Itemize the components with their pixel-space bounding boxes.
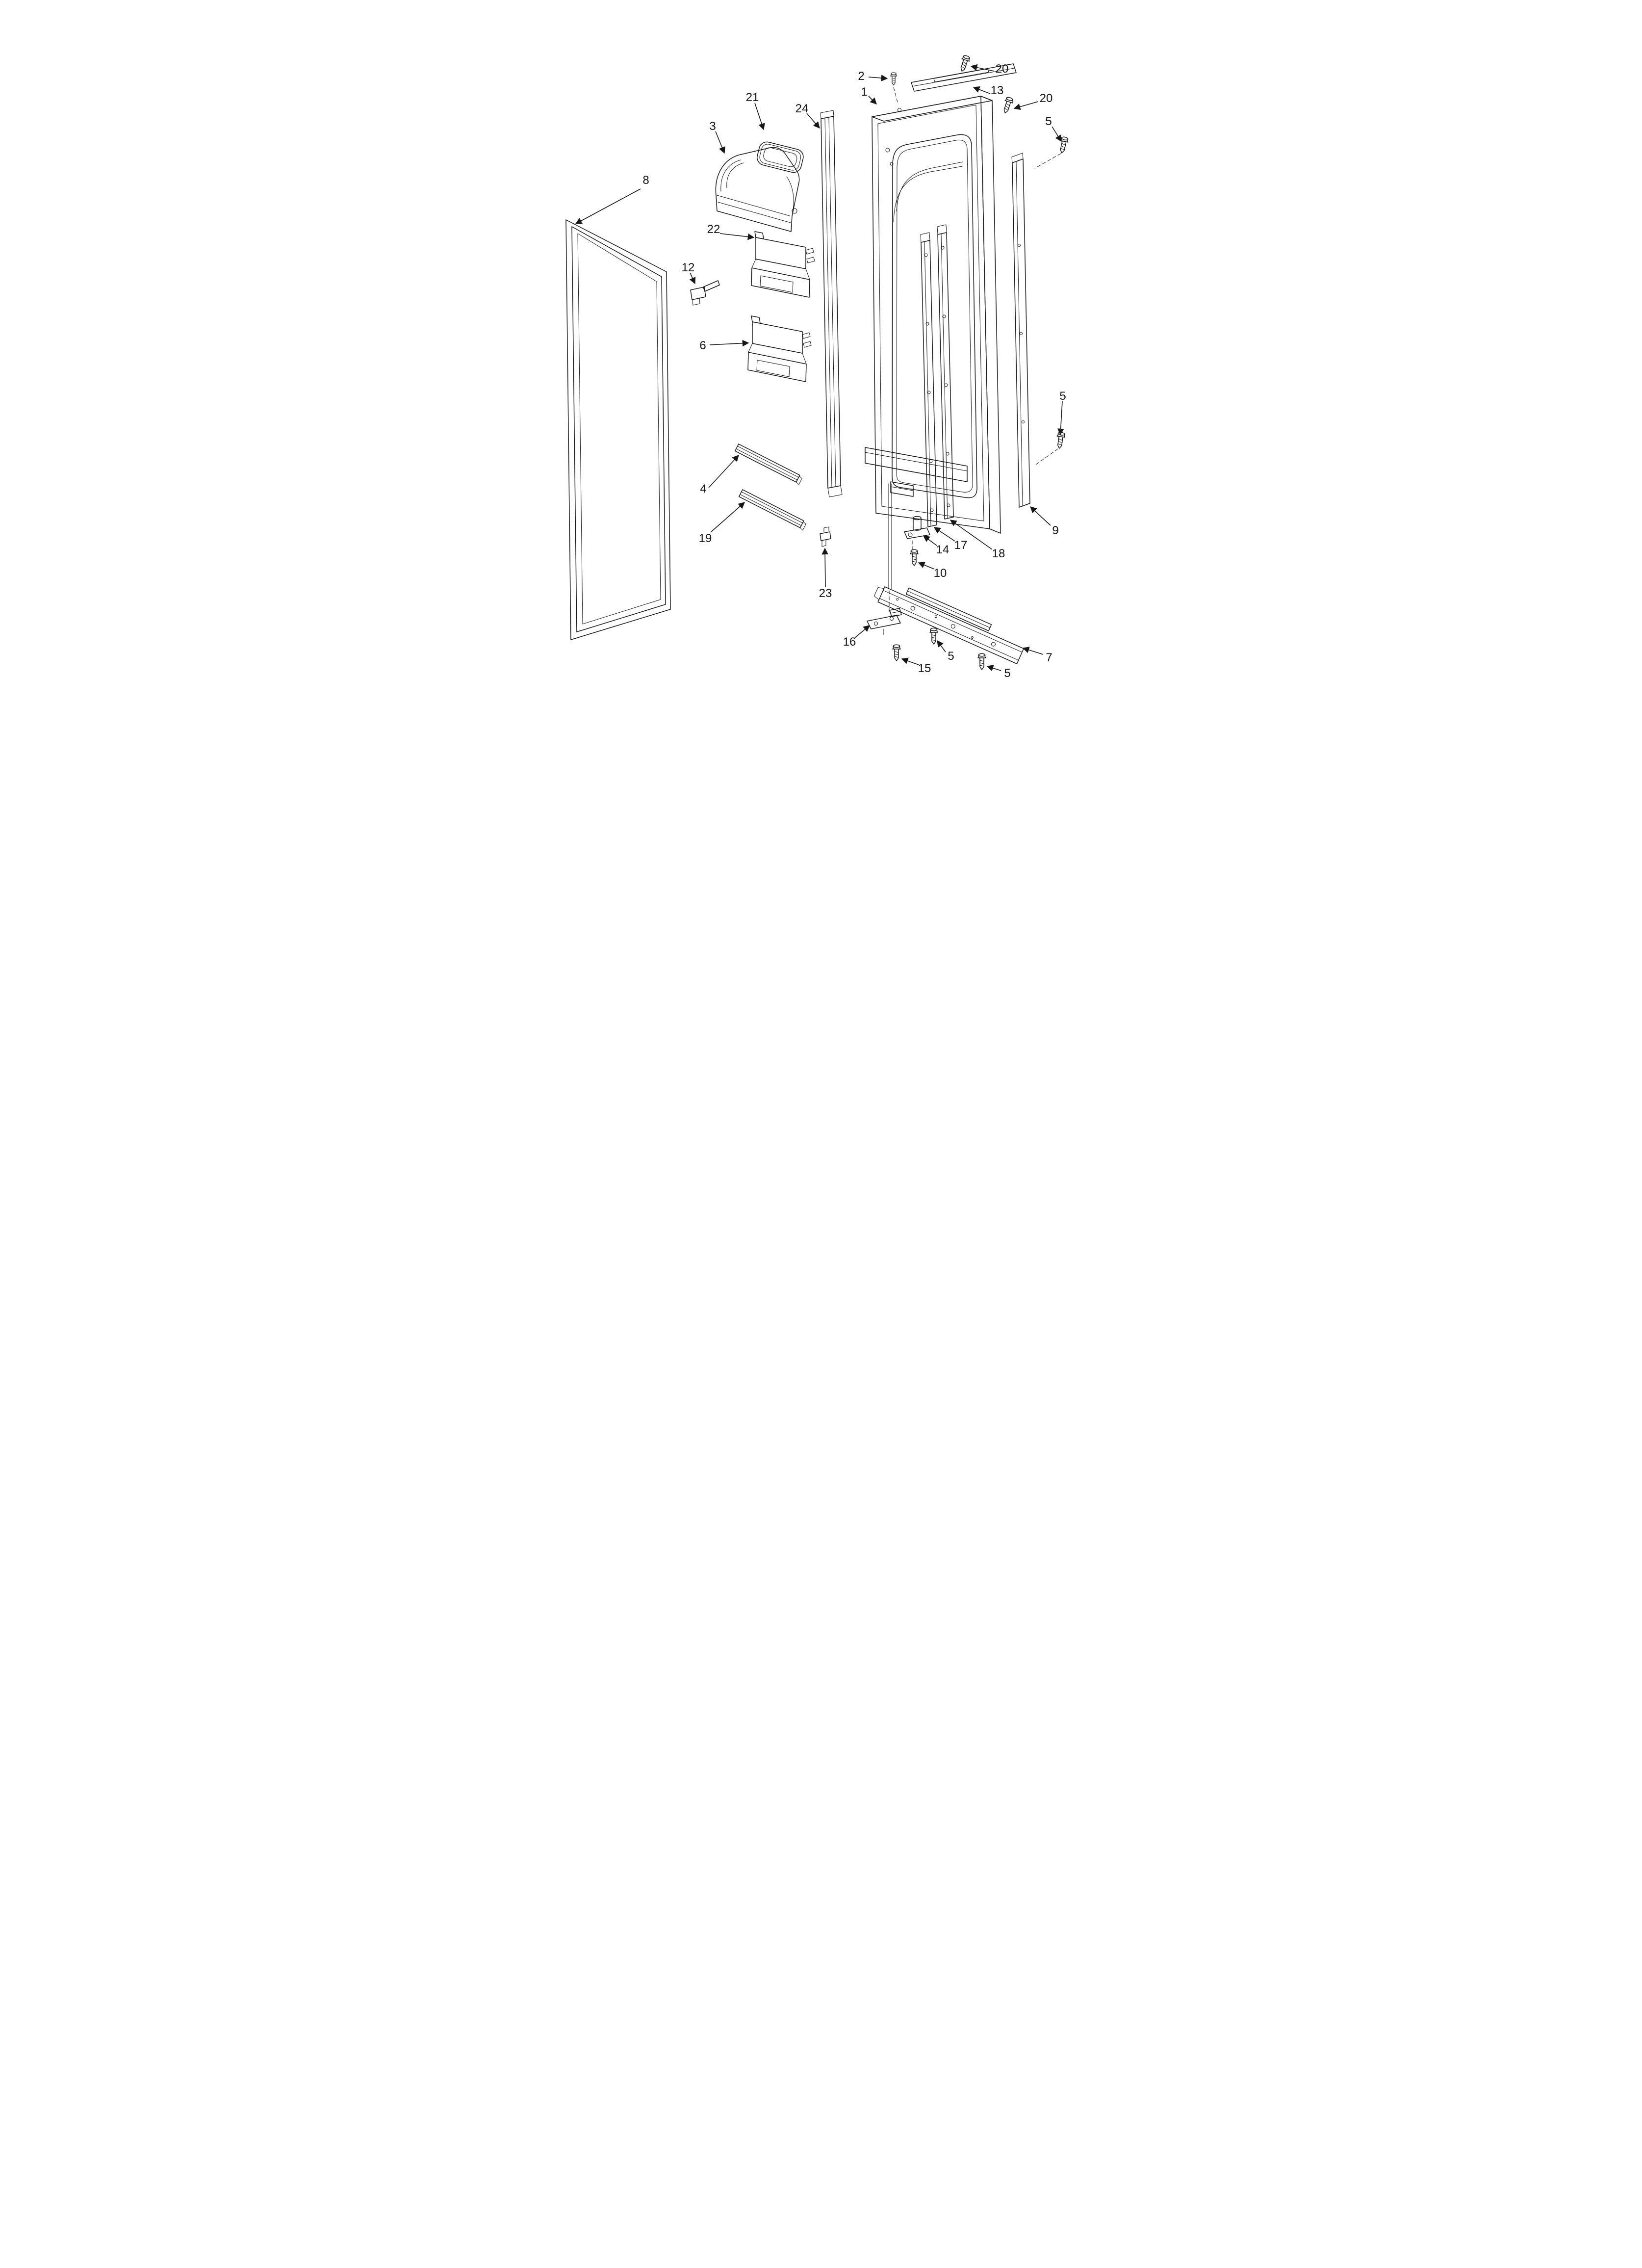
part-dairy-compartment-3 (715, 147, 800, 232)
assembly-guide-lines (889, 87, 1061, 615)
callout-13: 13 (991, 84, 1004, 97)
part-right-trim-9 (1011, 153, 1030, 508)
parts-diagram-page: 2 20 13 20 1 5 21 24 3 8 12 22 6 5 4 19 … (547, 0, 1095, 756)
callout-20-right: 20 (1040, 92, 1053, 105)
callout-5-bottomleft: 5 (948, 650, 954, 663)
callout-15: 15 (918, 662, 931, 675)
part-rail-18 (937, 224, 954, 520)
callout-6: 6 (699, 339, 706, 352)
part-top-trim-13 (911, 63, 1017, 92)
callout-4: 4 (700, 482, 706, 495)
callout-22: 22 (707, 223, 720, 236)
callout-8: 8 (642, 174, 649, 187)
part-rail-17 (920, 232, 937, 527)
part-clip-23 (820, 526, 831, 547)
callout-3: 3 (709, 120, 716, 133)
callout-17: 17 (954, 539, 968, 552)
callout-19: 19 (699, 532, 712, 545)
part-trim-strip-24 (820, 110, 843, 497)
callout-2: 2 (858, 70, 864, 83)
callout-1: 1 (861, 85, 867, 99)
part-door-gasket-8 (565, 219, 671, 640)
callout-labels: 2 20 13 20 1 5 21 24 3 8 12 22 6 5 4 19 … (642, 62, 1066, 680)
callout-20-top: 20 (996, 62, 1009, 76)
part-endcap-12 (690, 280, 720, 306)
callout-23: 23 (819, 587, 832, 600)
callout-7: 7 (1046, 651, 1052, 664)
canvas-background (547, 0, 1095, 756)
callout-21: 21 (746, 91, 759, 104)
callout-16: 16 (843, 635, 856, 649)
part-door-closer-14 (904, 516, 930, 539)
part-bottom-trim-7 (873, 586, 1024, 664)
callout-5-bottomright: 5 (1004, 667, 1010, 680)
callout-5-topright: 5 (1045, 115, 1052, 128)
callout-14: 14 (936, 543, 949, 556)
part-door-panel-1 (865, 96, 1001, 589)
part-tray-21 (757, 141, 804, 173)
callout-9: 9 (1052, 524, 1058, 537)
callout-12: 12 (682, 261, 695, 274)
callout-5-midright: 5 (1059, 390, 1066, 403)
leader-lines (575, 64, 1064, 672)
callout-10: 10 (934, 567, 947, 580)
callout-24: 24 (795, 102, 809, 115)
callout-18: 18 (992, 547, 1005, 560)
exploded-parts-diagram: 2 20 13 20 1 5 21 24 3 8 12 22 6 5 4 19 … (547, 0, 1095, 756)
